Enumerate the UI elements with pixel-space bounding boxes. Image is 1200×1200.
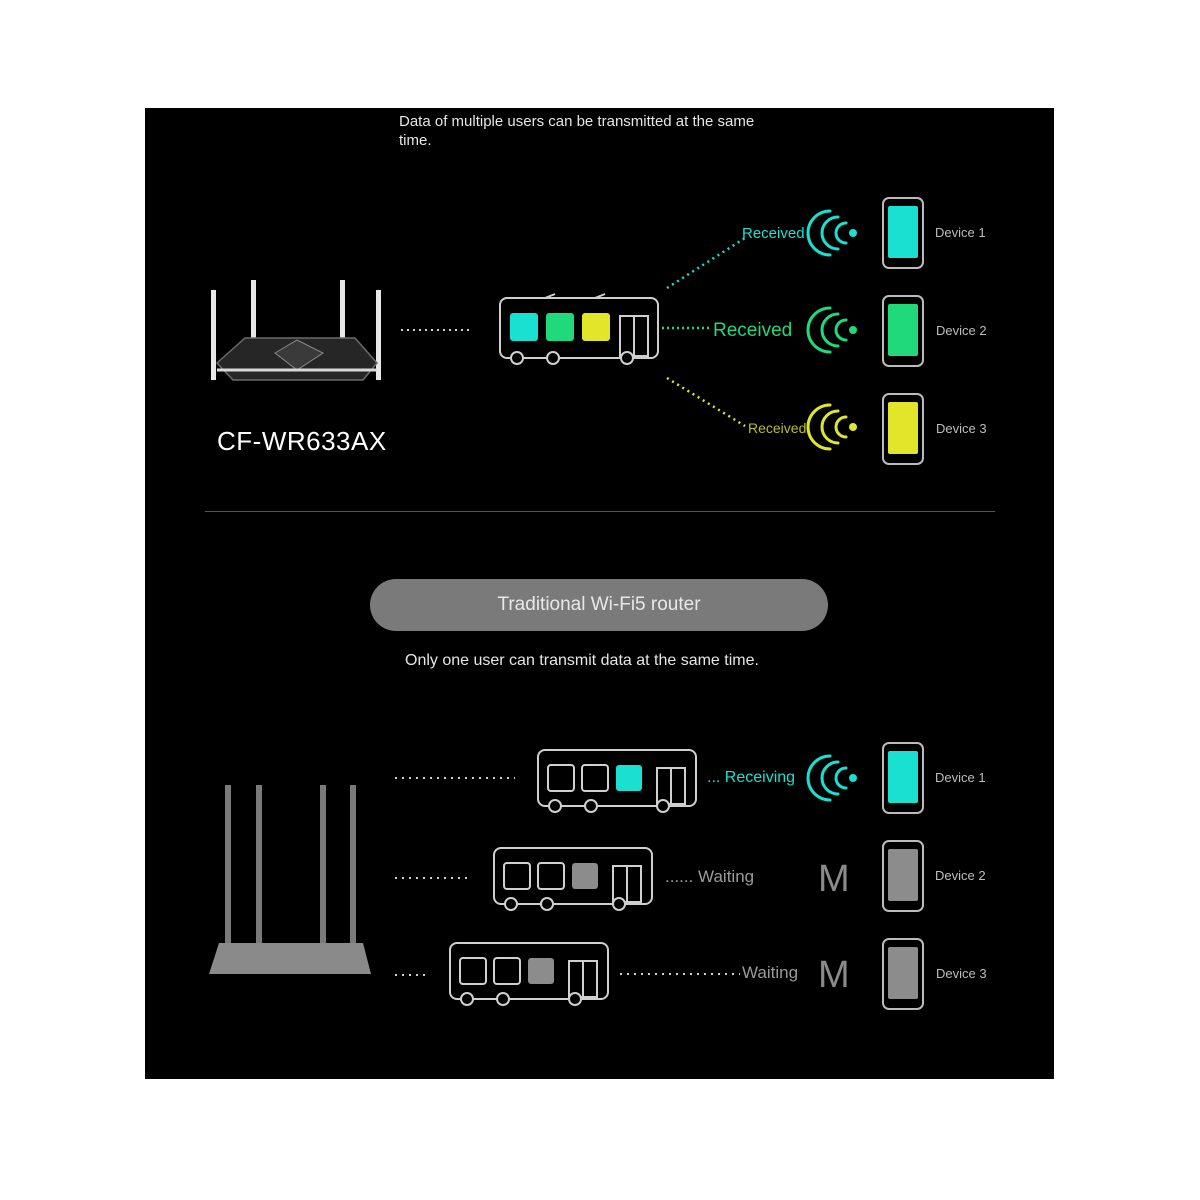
- no-signal-icon: M: [818, 858, 850, 900]
- bottom-status-1: ... Receiving: [707, 769, 796, 786]
- top-status-3: Received: [748, 420, 807, 436]
- bottom-device-2-label: Device 2: [935, 868, 986, 883]
- top-status-1: Received: [742, 225, 805, 242]
- bottom-bus-2: [493, 847, 653, 911]
- top-phone-2-icon: [882, 295, 924, 367]
- wifi5-router-icon: [209, 785, 371, 974]
- wifi-signal-icon: [806, 306, 857, 354]
- traditional-router-badge: Traditional Wi-Fi5 router: [370, 579, 828, 631]
- section-divider: [205, 511, 995, 512]
- top-bus: [499, 293, 659, 365]
- bottom-bus-3: [449, 942, 609, 1006]
- bottom-phone-1-icon: [882, 742, 924, 814]
- bottom-caption: Only one user can transmit data at the s…: [405, 652, 759, 669]
- no-signal-icon: M: [818, 954, 850, 996]
- top-status-2: Received: [713, 320, 793, 341]
- top-device-3-label: Device 3: [936, 421, 987, 436]
- bottom-phone-2-icon: [882, 840, 924, 912]
- bottom-phone-3-icon: [882, 938, 924, 1010]
- wifi-signal-icon: [806, 403, 857, 451]
- wifi6-router-icon: [211, 280, 381, 381]
- top-device-1-label: Device 1: [935, 225, 986, 240]
- bottom-status-2: ...... Waiting: [665, 867, 755, 886]
- diagram-panel: Data of multiple users can be transmitte…: [145, 108, 1054, 1079]
- top-bus-packet-1: [510, 313, 538, 341]
- bus-1-packet: [616, 765, 642, 791]
- diagram-graphics: [209, 197, 924, 1010]
- bottom-device-3-label: Device 3: [936, 966, 987, 981]
- top-caption: Data of multiple users can be transmitte…: [399, 113, 755, 149]
- wifi-signal-icon: [806, 209, 857, 257]
- bottom-status-3: Waiting: [742, 963, 799, 982]
- top-phone-3-icon: [882, 393, 924, 465]
- top-bus-packet-3: [582, 313, 610, 341]
- top-phone-1-icon: [882, 197, 924, 269]
- wifi-signal-icon: [806, 754, 857, 802]
- bottom-bus-1: [537, 749, 697, 813]
- bottom-device-1-label: Device 1: [935, 770, 986, 785]
- top-bus-packet-2: [546, 313, 574, 341]
- router-model-label: CF-WR633AX: [217, 426, 387, 456]
- top-device-2-label: Device 2: [936, 323, 987, 338]
- bus-2-packet: [572, 863, 598, 889]
- bus-3-packet: [528, 958, 554, 984]
